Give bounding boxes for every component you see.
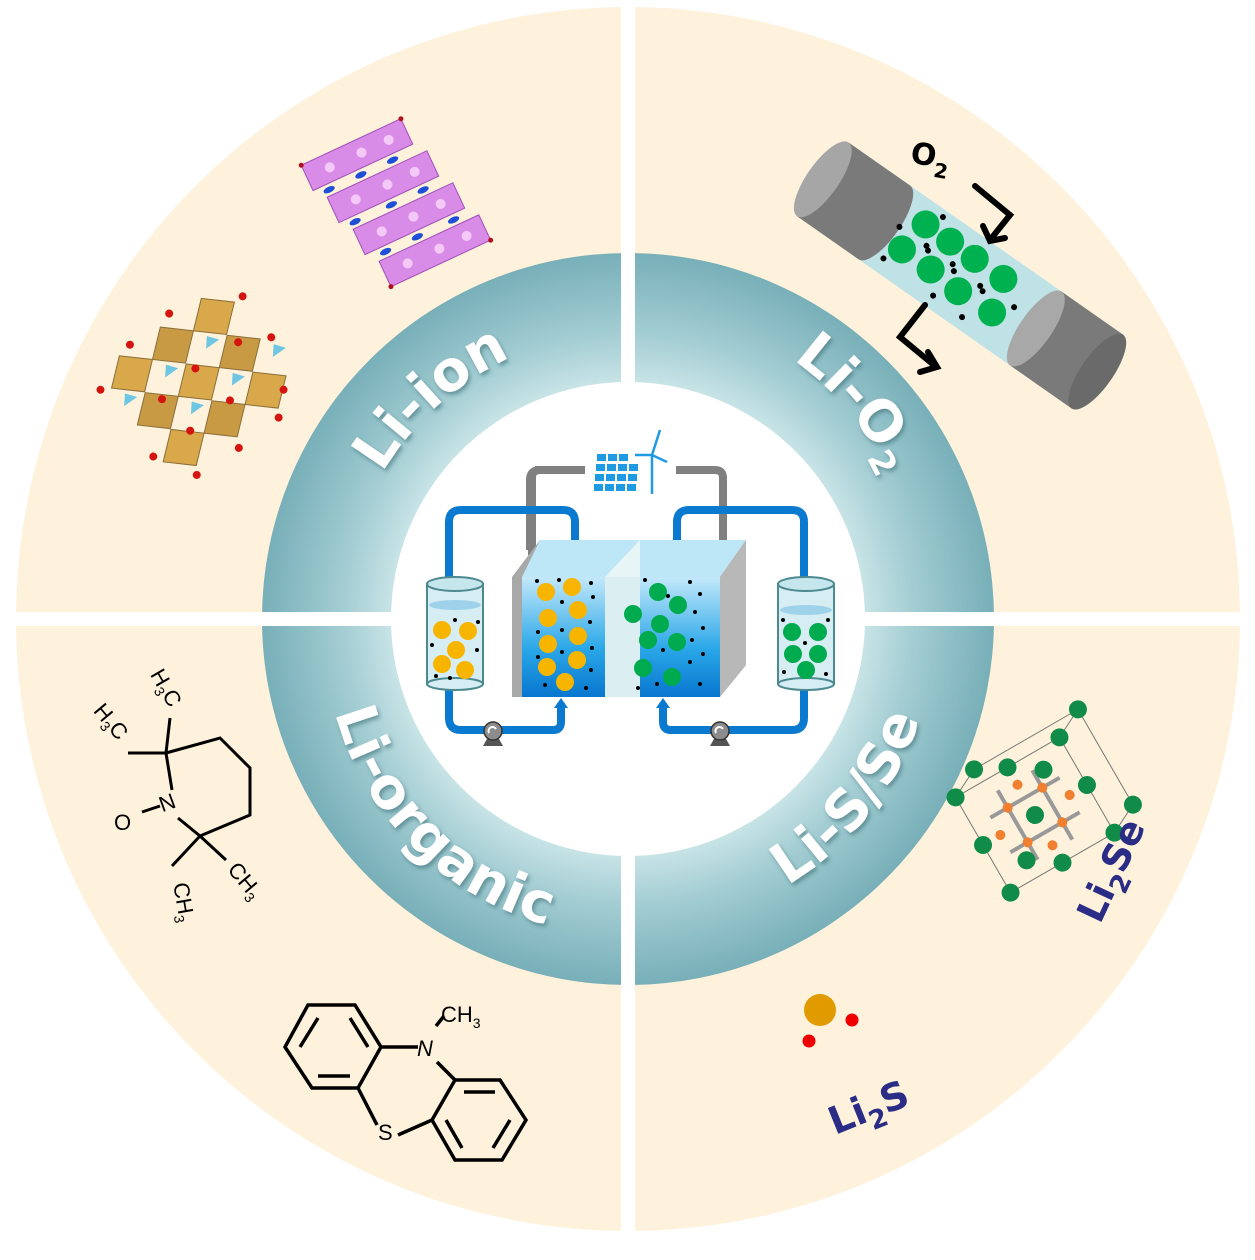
pump-icon bbox=[483, 721, 503, 746]
separator-bottom bbox=[621, 856, 635, 1260]
wire-right bbox=[676, 466, 727, 555]
svg-text:N: N bbox=[417, 1036, 433, 1061]
phenothiazine-molecule bbox=[282, 1003, 529, 1162]
tempo-molecule bbox=[128, 717, 252, 868]
wind-turbine-icon bbox=[635, 429, 668, 494]
svg-text:O: O bbox=[114, 810, 131, 835]
li2s-molecule bbox=[802, 994, 859, 1048]
tube-cap-right bbox=[1010, 291, 1124, 409]
tube-cap-left bbox=[797, 142, 911, 260]
separator-right bbox=[865, 612, 1255, 626]
solar-panel-icon bbox=[594, 454, 638, 491]
li2se-crystal bbox=[946, 700, 1142, 902]
li-o2-tube bbox=[793, 141, 1127, 410]
flow-pipe-right-top bbox=[673, 506, 808, 585]
svg-text:CH3: CH3 bbox=[441, 1002, 481, 1031]
separator-top bbox=[621, 0, 635, 382]
left-tank bbox=[426, 576, 484, 691]
svg-text:CH3: CH3 bbox=[165, 880, 199, 924]
o2-outlet-arrow bbox=[895, 302, 942, 375]
membrane bbox=[605, 577, 640, 697]
spinel-structure bbox=[96, 292, 288, 479]
o2-label: O2 bbox=[907, 136, 953, 184]
right-tank bbox=[777, 576, 835, 691]
flow-pipe-left-top bbox=[445, 506, 579, 585]
flow-pipe-left-bottom bbox=[445, 690, 565, 734]
phenothiazine-labels: N S CH3 bbox=[378, 1002, 481, 1145]
layered-oxide-structure bbox=[298, 116, 494, 290]
flow-pipe-right-bottom bbox=[659, 690, 808, 734]
separator-left bbox=[0, 612, 391, 626]
flow-battery bbox=[426, 429, 835, 746]
o2-inlet-arrow bbox=[972, 183, 1015, 245]
svg-text:S: S bbox=[378, 1120, 393, 1145]
pump-icon bbox=[710, 721, 730, 746]
